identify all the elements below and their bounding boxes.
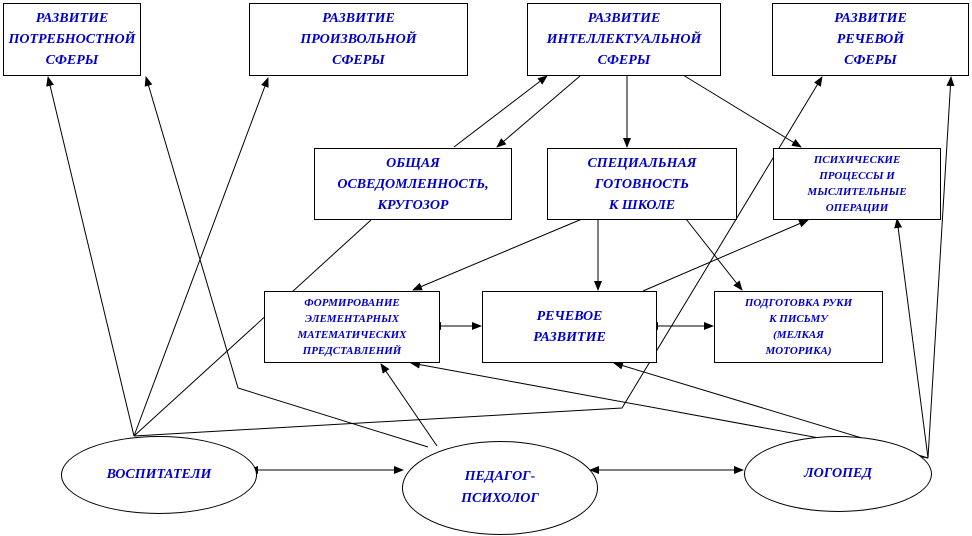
box-fine-motor: ПОДГОТОВКА РУКИ К ПИСЬМУ (МЕЛКАЯ МОТОРИК… [714, 291, 883, 363]
box-speech-sphere: РАЗВИТИЕ РЕЧЕВОЙ СФЕРЫ [772, 3, 969, 76]
box-intellectual-sphere: РАЗВИТИЕ ИНТЕЛЛЕКТУАЛЬНОЙ СФЕРЫ [527, 3, 721, 76]
ellipse-speech-therapist: ЛОГОПЕД [744, 436, 932, 512]
connector [685, 218, 743, 291]
box-school-readiness: СПЕЦИАЛЬНАЯ ГОТОВНОСТЬ К ШКОЛЕ [547, 148, 737, 220]
connector [144, 76, 429, 448]
box-mental-processes: ПСИХИЧЕСКИЕ ПРОЦЕССЫ И МЫСЛИТЕЛЬНЫЕ ОПЕР… [773, 148, 941, 220]
connector [927, 76, 955, 459]
box-speech-development: РЕЧЕВОЕ РАЗВИТИЕ [482, 291, 657, 363]
box-general-awareness: ОБЩАЯ ОСВЕДОМЛЕННОСТЬ, КРУГОЗОР [314, 148, 512, 220]
connector [133, 77, 269, 437]
connector [496, 75, 581, 148]
connector [133, 219, 372, 437]
ellipse-educators: ВОСПИТАТЕЛИ [61, 436, 257, 514]
connector [642, 219, 809, 292]
connector [380, 363, 438, 447]
ellipse-psychologist: ПЕДАГОГ- ПСИХОЛОГ [402, 441, 598, 535]
connector [682, 74, 802, 148]
box-need-sphere: РАЗВИТИЕ ПОТРЕБНОСТНОЙ СФЕРЫ [3, 3, 141, 76]
box-math-concepts: ФОРМИРОВАНИЕ ЭЛЕМЕНТАРНЫХ МАТЕМАТИЧЕСКИХ… [264, 291, 440, 363]
connector [412, 218, 583, 291]
box-voluntary-sphere: РАЗВИТИЕ ПРОИЗВОЛЬНОЙ СФЕРЫ [249, 3, 468, 76]
connector [46, 76, 135, 437]
connector [133, 76, 823, 437]
connector [453, 75, 548, 148]
connector [894, 218, 929, 459]
